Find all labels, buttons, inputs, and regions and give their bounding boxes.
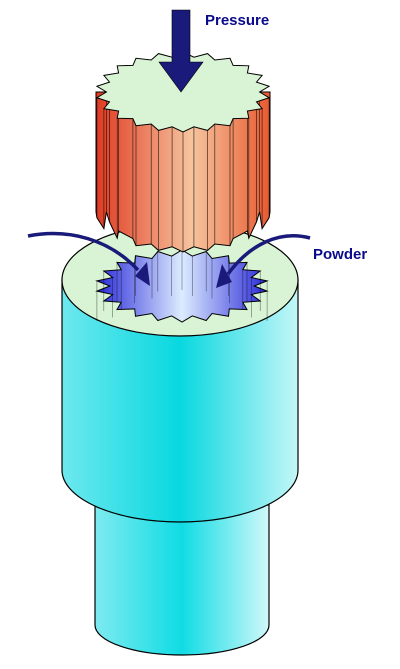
die-stem [94, 504, 270, 656]
powder-arrow-right-icon [216, 234, 311, 288]
pressure-label: Pressure [205, 12, 270, 29]
pressure-arrow-icon [158, 9, 204, 93]
die-cavity [95, 249, 269, 323]
powder-label: Powder [313, 246, 368, 263]
powder-arrow-left-icon [27, 231, 150, 286]
die-body [61, 279, 299, 523]
upper-punch [95, 51, 271, 253]
